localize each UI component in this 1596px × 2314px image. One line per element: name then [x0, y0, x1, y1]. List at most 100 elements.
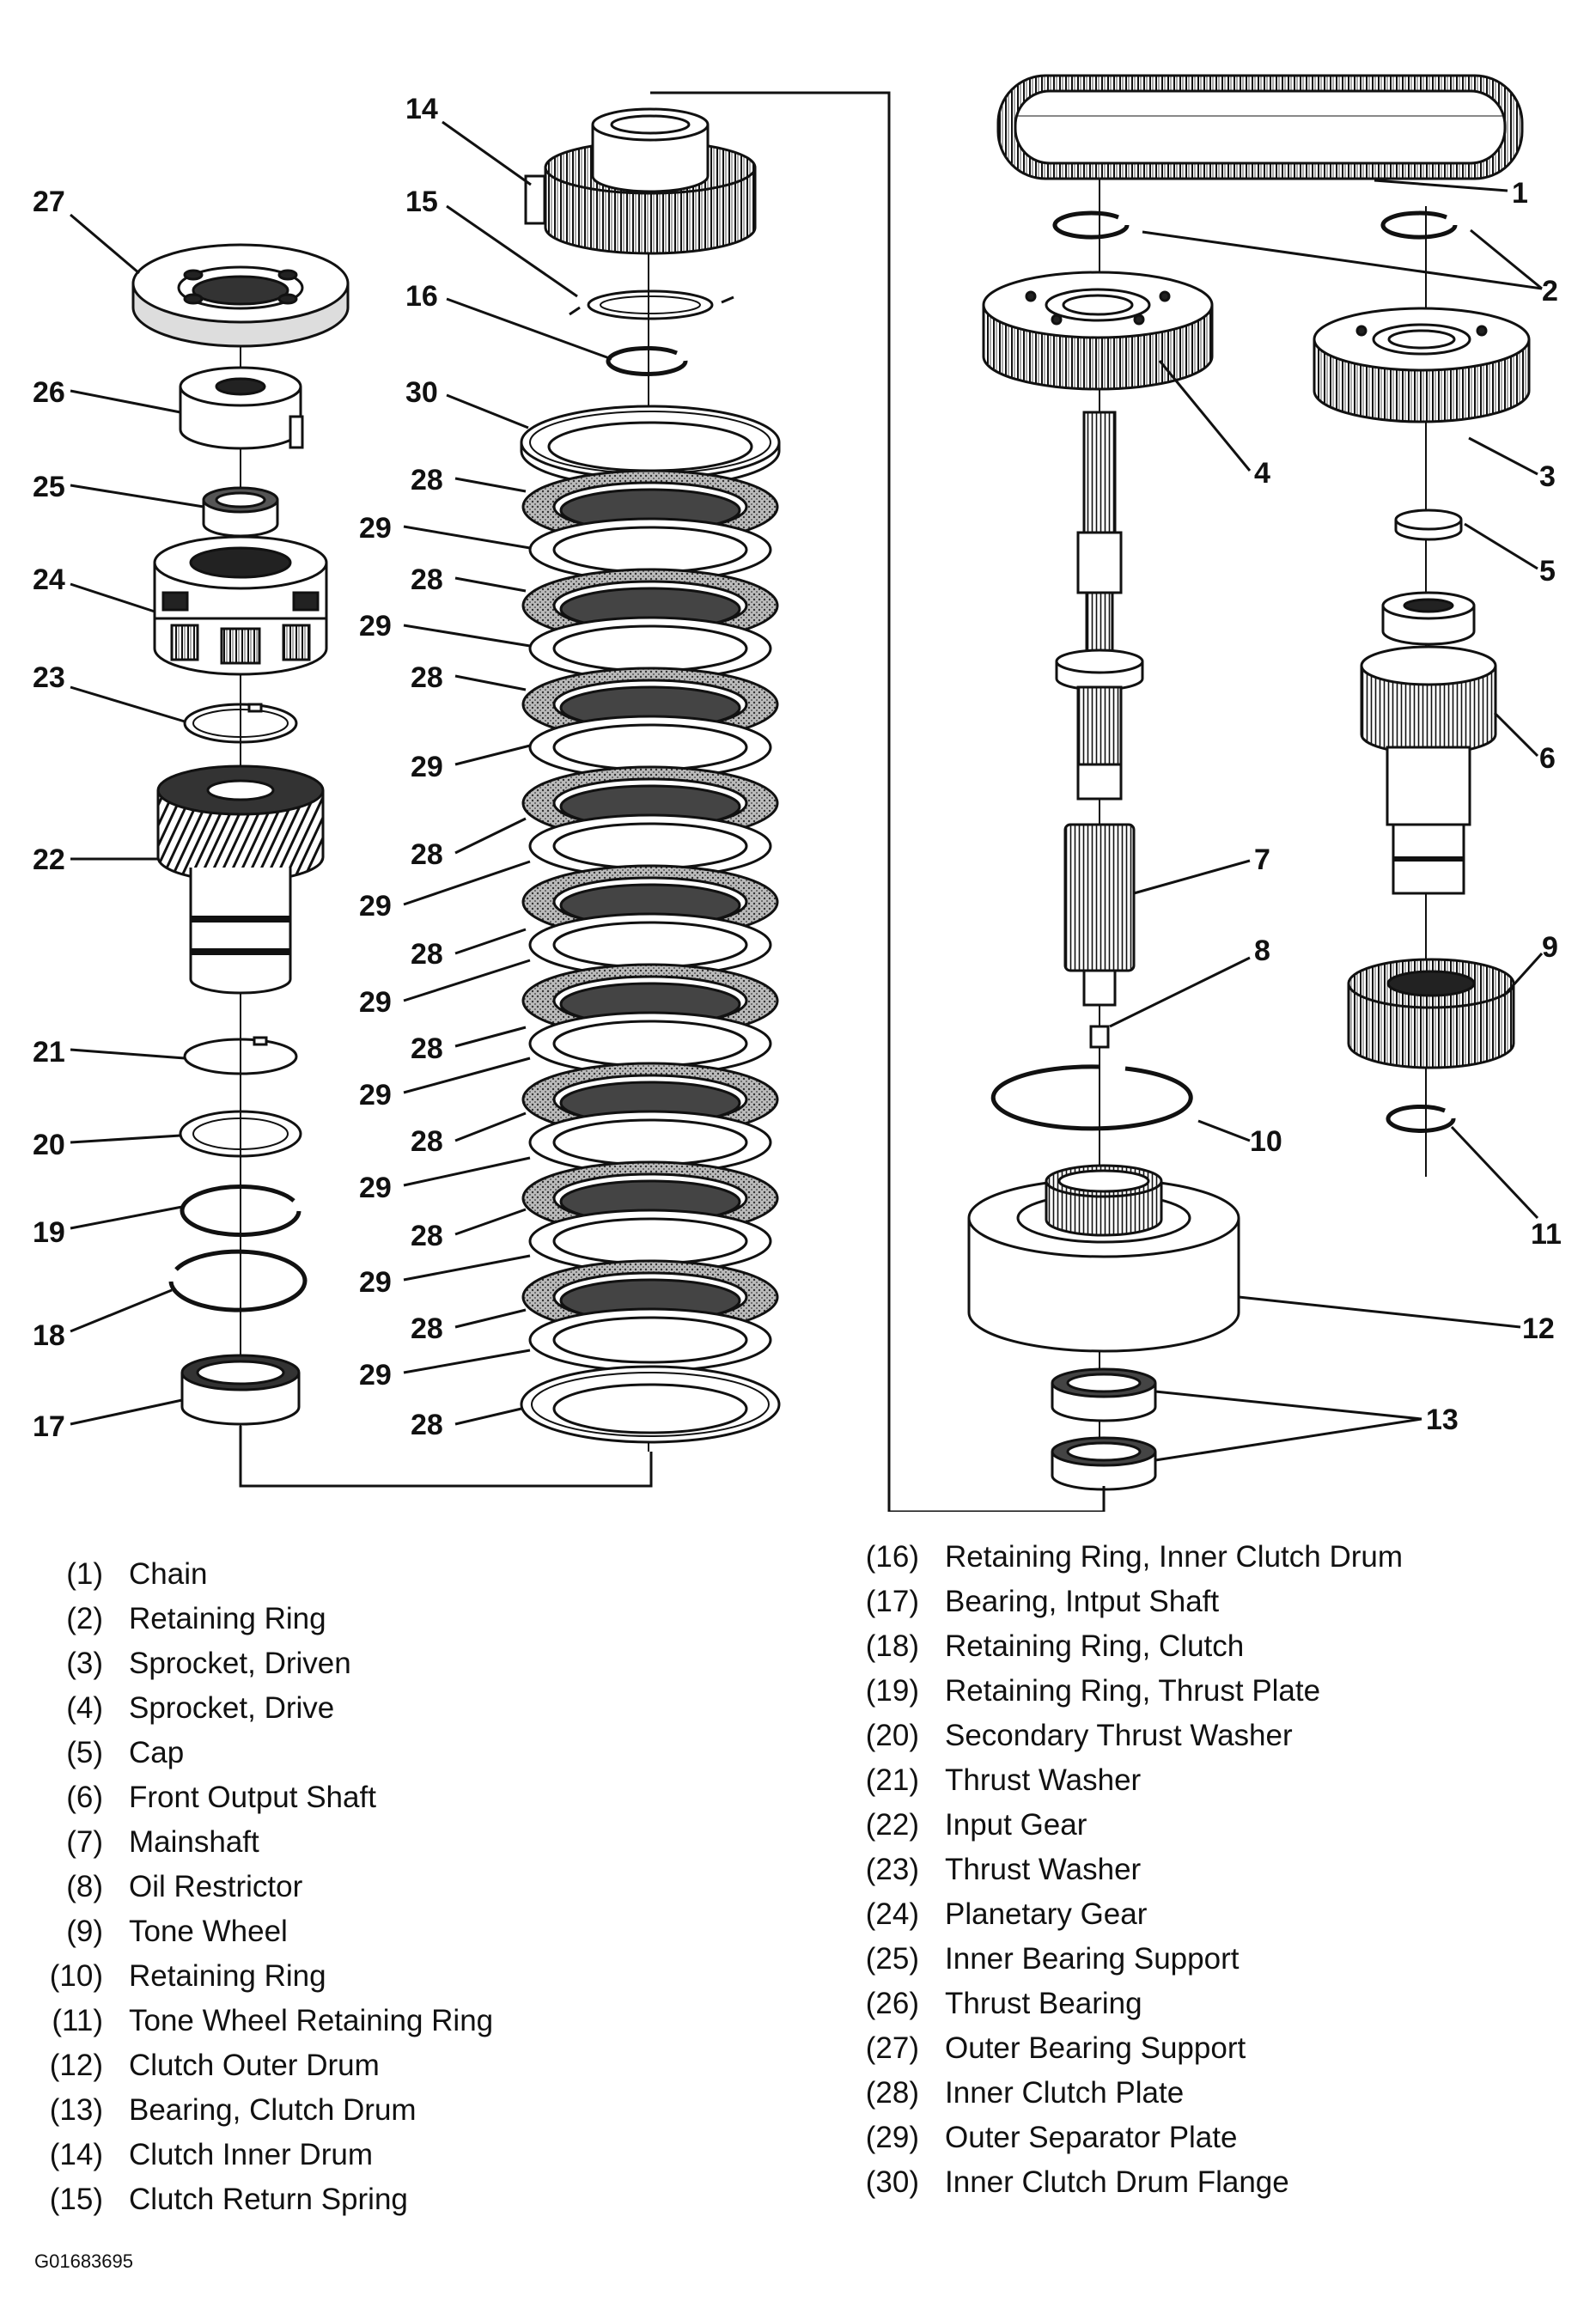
- part-7-mainshaft: [1055, 411, 1144, 1007]
- legend-item: (2)Retaining Ring: [0, 1604, 773, 1641]
- callout-8: 8: [1254, 935, 1270, 967]
- connector-lines: [239, 91, 1106, 1512]
- part-24-planetary-gear: [153, 535, 328, 676]
- legend-item-name: Inner Clutch Drum Flange: [945, 2165, 1289, 2199]
- callout-6: 6: [1539, 742, 1556, 775]
- callout-29: 29: [359, 610, 392, 642]
- part-10-retaining-ring: [990, 1064, 1193, 1131]
- callout-28: 28: [411, 661, 443, 694]
- part-8-oil-restrictor: [1089, 1025, 1110, 1049]
- leader-lines: [70, 120, 1544, 1462]
- callout-28: 28: [411, 838, 443, 871]
- legend-item-name: Retaining Ring: [129, 1602, 326, 1635]
- part-29-outer-separator-plate: [528, 616, 772, 681]
- legend-item: (24)Planetary Gear: [816, 1899, 1589, 1937]
- part-23-thrust-washer: [183, 703, 298, 744]
- legend-item: (29)Outer Separator Plate: [816, 2122, 1589, 2160]
- callout-29: 29: [359, 1359, 392, 1391]
- legend-item-number: (24): [865, 1897, 919, 1931]
- callout-29: 29: [359, 1172, 392, 1204]
- legend-item-name: Tone Wheel: [129, 1915, 288, 1948]
- legend-right-column: (16)Retaining Ring, Inner Clutch Drum (17…: [816, 1542, 1589, 2229]
- callout-25: 25: [33, 471, 65, 503]
- part-16-retaining-ring-inner-clutch-drum: [606, 345, 688, 376]
- legend-item: (14)Clutch Inner Drum: [0, 2140, 773, 2177]
- callout-28: 28: [411, 464, 443, 496]
- legend-item-name: Input Gear: [945, 1808, 1087, 1842]
- legend-item-name: Retaining Ring, Clutch: [945, 1629, 1245, 1663]
- legend-item-number: (17): [865, 1585, 919, 1618]
- legend-item-number: (13): [49, 2093, 103, 2127]
- legend-item: (15)Clutch Return Spring: [0, 2184, 773, 2222]
- part-29-outer-separator-plate: [528, 813, 772, 879]
- legend-item-name: Oil Restrictor: [129, 1870, 303, 1903]
- callout-28: 28: [411, 1220, 443, 1252]
- legend-item-name: Thrust Washer: [945, 1853, 1142, 1886]
- part-13-bearing-clutch-drum-lower: [1051, 1436, 1157, 1491]
- legend-item-name: Inner Bearing Support: [945, 1942, 1240, 1976]
- callout-7: 7: [1254, 843, 1270, 876]
- callout-28: 28: [411, 1125, 443, 1158]
- legend-item: (21)Thrust Washer: [816, 1765, 1589, 1803]
- legend-item-number: (22): [865, 1808, 919, 1842]
- legend-item: (28) Inner Clutch Plate: [816, 2078, 1589, 2116]
- callout-29: 29: [359, 512, 392, 545]
- callout-15: 15: [405, 186, 438, 218]
- legend-item-name: Tone Wheel Retaining Ring: [129, 2004, 494, 2037]
- legend-item: (13) Bearing, Clutch Drum: [0, 2095, 773, 2133]
- callout-5: 5: [1539, 555, 1556, 588]
- legend-item-name: Cap: [129, 1736, 185, 1769]
- legend-item-name: Inner Clutch Plate: [945, 2076, 1185, 2110]
- legend-item-number: (1): [66, 1557, 103, 1591]
- legend-item-name: Outer Separator Plate: [945, 2121, 1238, 2154]
- legend-item: (9) Tone Wheel: [0, 1916, 773, 1954]
- legend-item-number: (4): [66, 1691, 103, 1725]
- callout-10: 10: [1250, 1125, 1282, 1158]
- callout-18: 18: [33, 1319, 65, 1352]
- legend-item: (6)Front Output Shaft: [0, 1782, 773, 1820]
- part-29-outer-separator-plate: [528, 715, 772, 780]
- clutch-plate-stack: [520, 469, 781, 1444]
- legend-item-name: Clutch Outer Drum: [129, 2049, 380, 2082]
- callout-21: 21: [33, 1036, 65, 1069]
- legend-item-number: (6): [66, 1781, 103, 1814]
- legend-item: (16)Retaining Ring, Inner Clutch Drum: [816, 1542, 1589, 1580]
- callout-29: 29: [411, 751, 443, 783]
- figure-id: G01683695: [34, 2250, 133, 2272]
- callout-11: 11: [1531, 1218, 1562, 1251]
- part-14-clutch-inner-drum: [524, 107, 757, 255]
- part-9-tone-wheel: [1347, 958, 1515, 1069]
- callout-20: 20: [33, 1129, 65, 1161]
- callout-28: 28: [411, 1312, 443, 1345]
- exploded-transfer-case-diagram: 1 2 3 4 5 6 7 8 9 10 11 12 13 14 15 16 1…: [33, 74, 1562, 1512]
- callout-22: 22: [33, 843, 65, 876]
- legend-item-number: (27): [865, 2031, 919, 2065]
- callout-27: 27: [33, 186, 65, 218]
- part-21-thrust-washer: [183, 1036, 298, 1075]
- callout-14: 14: [405, 93, 438, 125]
- callout-16: 16: [405, 280, 438, 313]
- callout-30: 30: [405, 376, 438, 409]
- legend-item: (5)Cap: [0, 1738, 773, 1775]
- left-stack: [131, 243, 350, 1460]
- legend-item: (11)Tone Wheel Retaining Ring: [0, 2006, 773, 2043]
- callout-9: 9: [1542, 931, 1558, 964]
- legend-item-number: (28): [865, 2076, 919, 2110]
- legend-item-name: Sprocket, Drive: [129, 1691, 335, 1725]
- part-5-cap: [1394, 508, 1463, 541]
- legend-item-number: (9): [66, 1915, 103, 1948]
- part-25-inner-bearing-support: [202, 486, 279, 538]
- legend-item-number: (10): [49, 1959, 103, 1993]
- legend-item: (1)Chain: [0, 1559, 773, 1597]
- part-20-secondary-thrust-washer: [179, 1110, 302, 1158]
- callout-24: 24: [33, 563, 65, 596]
- part-18-retaining-ring-clutch: [168, 1249, 308, 1312]
- legend-item-name: Outer Bearing Support: [945, 2031, 1246, 2065]
- part-12-clutch-outer-drum: [967, 1164, 1240, 1353]
- legend-item-name: Bearing, Clutch Drum: [129, 2093, 417, 2127]
- callout-29: 29: [359, 986, 392, 1019]
- legend-item: (8)Oil Restrictor: [0, 1872, 773, 1909]
- legend-item-name: Retaining Ring, Inner Clutch Drum: [945, 1540, 1404, 1574]
- middle-stack: [520, 107, 781, 1452]
- legend-item: (7)Mainshaft: [0, 1827, 773, 1865]
